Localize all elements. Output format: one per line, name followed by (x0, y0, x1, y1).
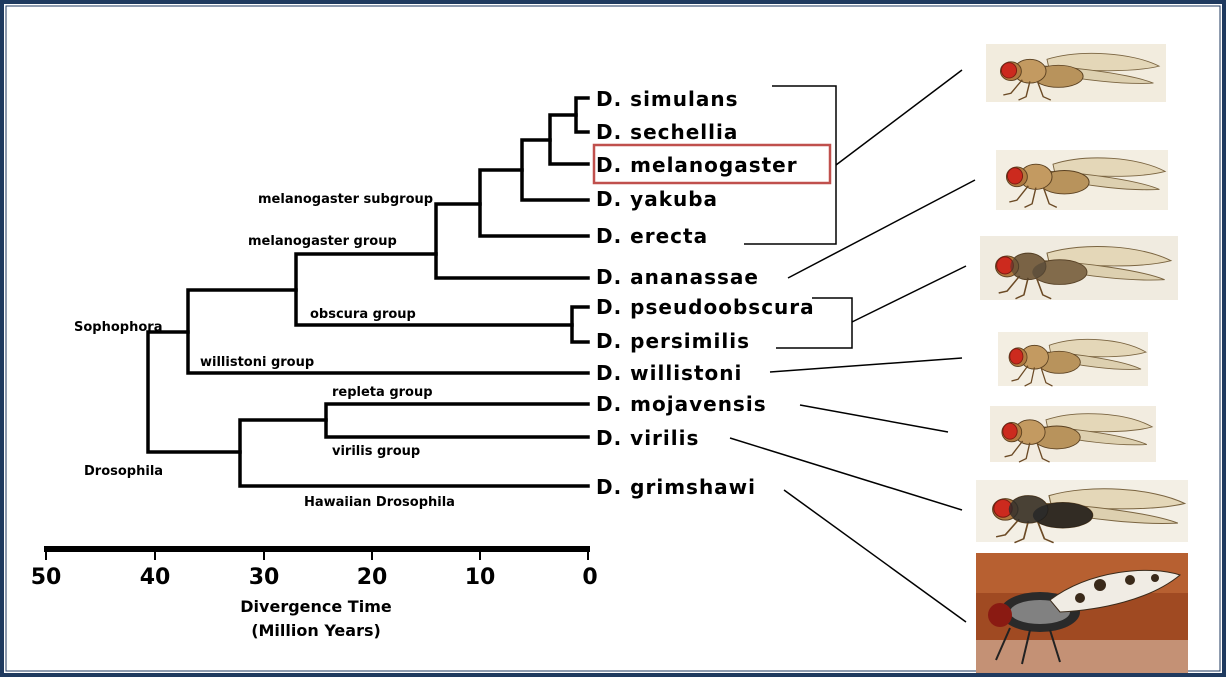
species-simulans: D. simulans (596, 87, 739, 111)
species-virilis: D. virilis (596, 426, 699, 450)
branch-melanogaster (548, 113, 590, 166)
fly-mojavensis-icon (990, 406, 1156, 463)
species-grimshawi: D. grimshawi (596, 475, 756, 499)
fly-simulans-group-icon (986, 44, 1166, 102)
species-melanogaster: D. melanogaster (596, 153, 798, 177)
label-sophophora: Sophophora (74, 320, 162, 335)
tick-label-10: 10 (465, 565, 496, 590)
time-axis (44, 546, 590, 560)
axis-title-line2: (Million Years) (251, 621, 381, 640)
branch-erecta (478, 168, 590, 238)
branch-ananassae (434, 202, 590, 280)
label-willistoni-group: willistoni group (200, 355, 314, 370)
branch-yakuba (520, 138, 590, 202)
highlight-box-melanogaster (592, 143, 832, 185)
bracket-obscura (776, 297, 853, 349)
species-willistoni: D. willistoni (596, 361, 742, 385)
label-melanogaster-group: melanogaster group (248, 234, 397, 249)
fly-obscura-icon (980, 236, 1178, 300)
fly-virilis-icon (976, 480, 1188, 544)
species-yakuba: D. yakuba (596, 187, 718, 211)
label-repleta-group: repleta group (332, 385, 433, 400)
species-ananassae: D. ananassae (596, 265, 759, 289)
tick-label-50: 50 (31, 565, 62, 590)
tick-label-30: 30 (249, 565, 280, 590)
tick-label-20: 20 (357, 565, 388, 590)
branch-root (146, 330, 242, 454)
species-mojavensis: D. mojavensis (596, 392, 767, 416)
axis-bar (44, 546, 590, 552)
branch-simulans-sechellia (574, 96, 590, 134)
label-drosophila: Drosophila (84, 464, 163, 479)
pointer-lines (729, 69, 976, 623)
branch-obscura-pair (570, 305, 590, 344)
label-virilis-group: virilis group (332, 444, 420, 459)
label-melanogaster-subgroup: melanogaster subgroup (258, 192, 433, 207)
fly-grimshawi-photo-icon (976, 553, 1188, 673)
species-sechellia: D. sechellia (596, 120, 738, 144)
phylogenetic-tree (146, 96, 590, 488)
tick-label-0: 0 (582, 565, 597, 590)
branch-repleta-virilis (324, 402, 590, 439)
tick-label-40: 40 (140, 565, 171, 590)
axis-title-line1: Divergence Time (240, 597, 392, 616)
species-pseudoobscura: D. pseudoobscura (596, 295, 815, 319)
fly-willistoni-icon (998, 332, 1148, 387)
frame-inner-border (5, 5, 1221, 672)
label-hawaiian-drosophila: Hawaiian Drosophila (304, 495, 455, 510)
species-erecta: D. erecta (596, 224, 708, 248)
fly-ananassae-icon (996, 150, 1168, 210)
species-persimilis: D. persimilis (596, 329, 750, 353)
label-obscura-group: obscura group (310, 307, 416, 322)
